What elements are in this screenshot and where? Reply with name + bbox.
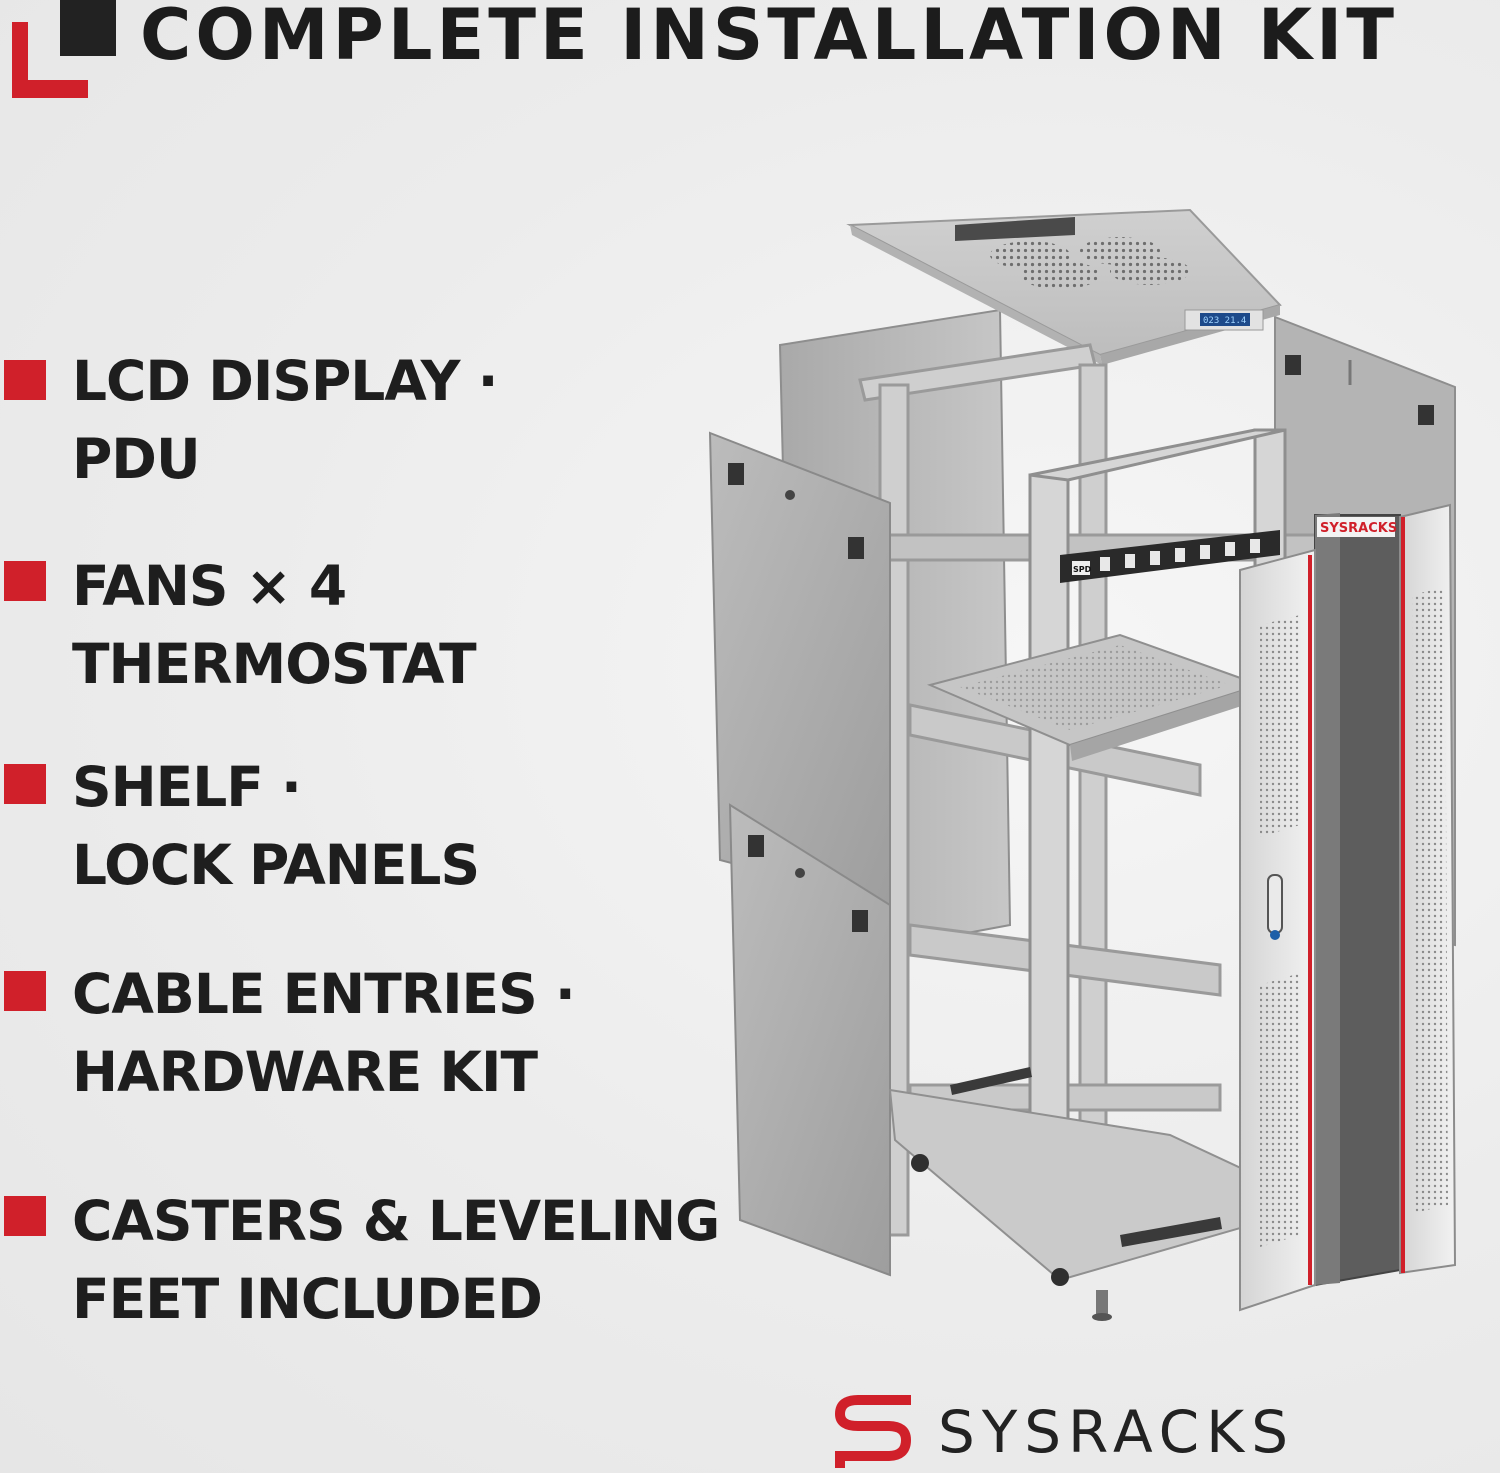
header-logo-mark [8,0,116,100]
logo-black-square [60,0,116,56]
bullet-square [4,561,46,601]
front-door [1239,548,1316,1312]
bullet-square [4,1196,46,1236]
pdu-label: SPD [1073,565,1092,574]
bullet-square [4,764,46,804]
page-title: COMPLETE INSTALLATION KIT [140,0,1398,76]
brand-name: SYSRACKS [938,1398,1296,1466]
rear-door [1314,513,1401,1287]
lcd-readout: 023 21.4 [1203,316,1246,326]
logo-red-corner-horizontal [12,80,88,98]
shelf [926,633,1264,761]
front-door-right: SYSRACKS [1317,503,1457,1275]
feature-line: LCD DISPLAY · [72,349,498,413]
feature-line: FANS × 4 [72,554,347,618]
left-side-panel-lower [728,803,891,1277]
door-brand-label: SYSRACKS [1320,521,1397,536]
door-lock-handle [1267,874,1283,934]
pdu-power-strip: SPD [1060,530,1280,583]
feature-line: SHELF · [72,755,302,819]
feature-line: CABLE ENTRIES · [72,962,576,1026]
feature-line: HARDWARE KIT [72,1040,538,1104]
caster-wheel [1051,1268,1069,1286]
caster-wheel [911,1154,929,1172]
logo-red-corner-vertical [12,22,28,98]
base-plate [888,1067,1323,1321]
bullet-square [4,360,46,400]
feature-line: CASTERS & LEVELING [72,1189,720,1253]
sysracks-logo-icon [834,1395,912,1468]
bullet-square [4,971,46,1011]
feature-line: THERMOSTAT [72,632,477,696]
server-rack-illustration: 023 21.4 SPD [708,208,1457,1321]
top-fan-grilles [990,237,1190,289]
feature-line: PDU [72,427,201,491]
top-cover: 023 21.4 [846,208,1282,365]
feature-line: FEET INCLUDED [72,1267,543,1331]
feature-line: LOCK PANELS [72,833,480,897]
brand-logo: SYSRACKS [828,1390,1468,1470]
leveling-foot [1096,1290,1108,1316]
